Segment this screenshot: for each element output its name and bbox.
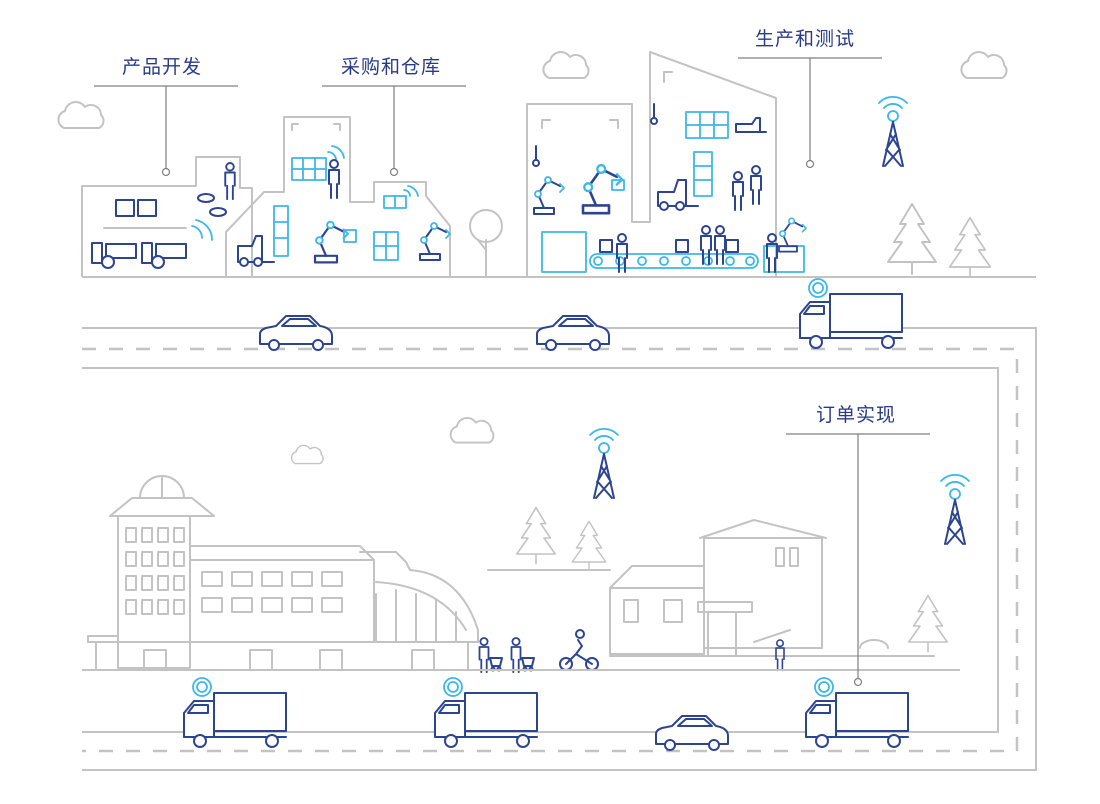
- tower-top: [878, 95, 908, 167]
- callout-fulfillment: [786, 433, 930, 687]
- cloud: [57, 101, 105, 129]
- pine-tree: [515, 506, 557, 565]
- label-procurement-warehouse: 采购和仓库: [341, 56, 442, 78]
- pine-tree: [571, 520, 607, 572]
- tower-right: [940, 473, 970, 545]
- callout-production: [738, 57, 882, 169]
- truck: [183, 677, 287, 748]
- shoppers: [478, 629, 599, 674]
- procurement-warehouse-building: [225, 116, 451, 277]
- truck: [799, 278, 903, 349]
- production-test-building: [526, 51, 807, 277]
- cloud: [542, 51, 590, 79]
- label-order-fulfillment: 订单实现: [816, 404, 897, 426]
- label-product-development: 产品开发: [122, 56, 203, 78]
- callout-product-dev: [94, 85, 238, 177]
- truck: [434, 677, 538, 748]
- tower-mid: [589, 427, 619, 499]
- callout-procurement: [322, 85, 466, 177]
- cloud: [290, 444, 324, 465]
- car: [655, 715, 729, 751]
- house: [609, 519, 935, 672]
- truck: [805, 677, 909, 748]
- car: [536, 315, 610, 351]
- pine-tree: [948, 216, 992, 279]
- product-dev-building: [81, 156, 253, 277]
- pine-tree: [887, 203, 937, 275]
- small-tree: [469, 209, 503, 277]
- road-inner-edge: [82, 367, 999, 733]
- cloud: [960, 51, 1008, 79]
- car: [259, 315, 333, 351]
- cloud: [449, 416, 495, 444]
- pine-tree: [907, 594, 949, 653]
- hospital-complex: [87, 475, 479, 671]
- label-production-testing: 生产和测试: [755, 28, 856, 50]
